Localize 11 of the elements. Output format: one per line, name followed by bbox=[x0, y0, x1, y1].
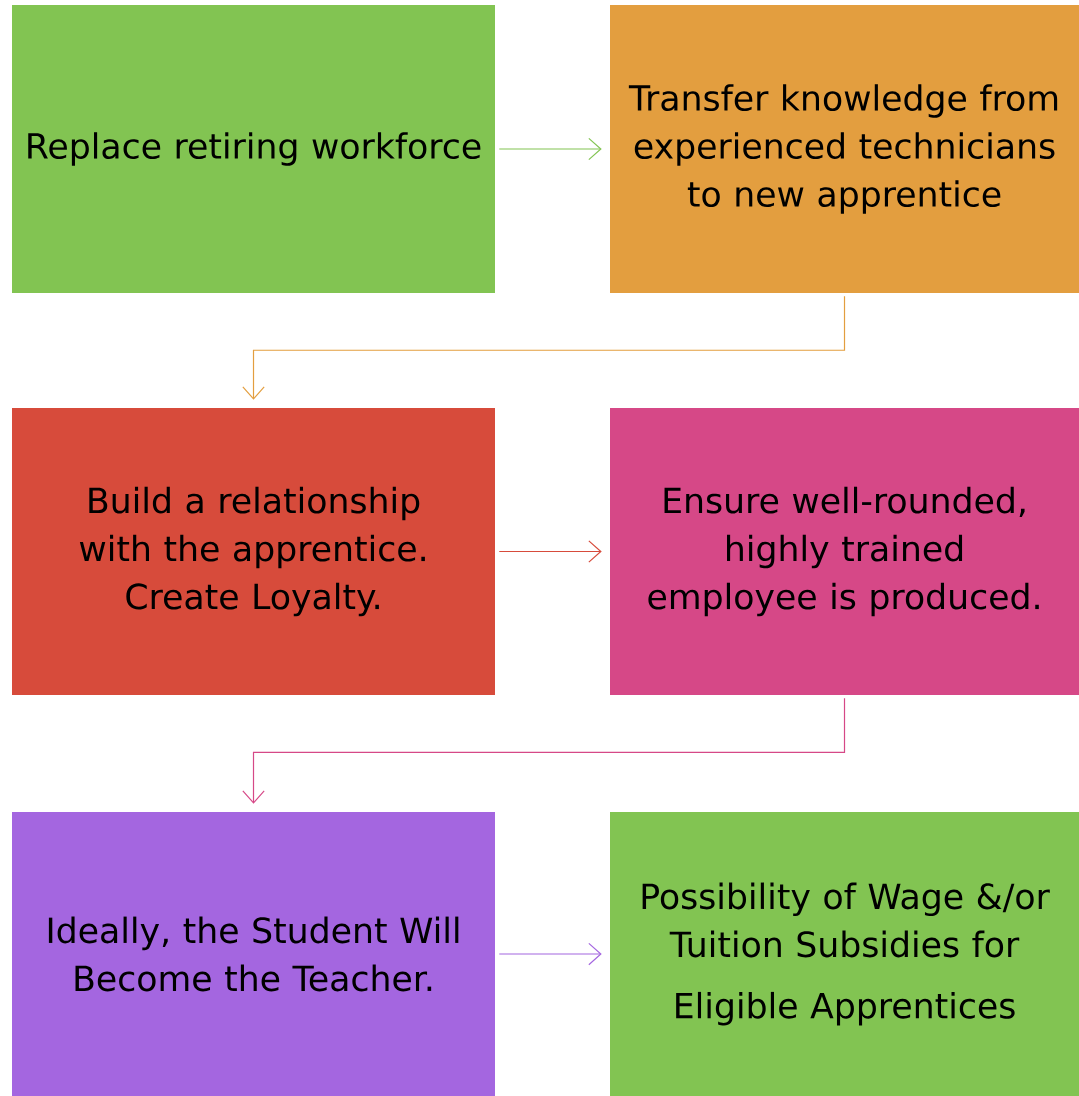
arrow bbox=[498, 942, 602, 966]
process-box: Build a relationship with the apprentice. Create Loyalty. bbox=[12, 408, 495, 695]
process-box: Transfer knowledge from experienced technicians to new apprentice bbox=[610, 5, 1079, 293]
arrow bbox=[498, 137, 602, 161]
process-box: Possibility of Wage &/or Tuition Subsidies for Eligible Apprentices bbox=[610, 812, 1079, 1096]
process-box: Ideally, the Student Will Become the Teacher. bbox=[12, 812, 495, 1096]
arrow bbox=[242, 295, 846, 400]
process-box: Replace retiring workforce bbox=[12, 5, 495, 293]
process-box: Ensure well-rounded, highly trained employee is produced. bbox=[610, 408, 1079, 695]
arrow bbox=[498, 540, 602, 563]
arrow bbox=[242, 697, 846, 804]
